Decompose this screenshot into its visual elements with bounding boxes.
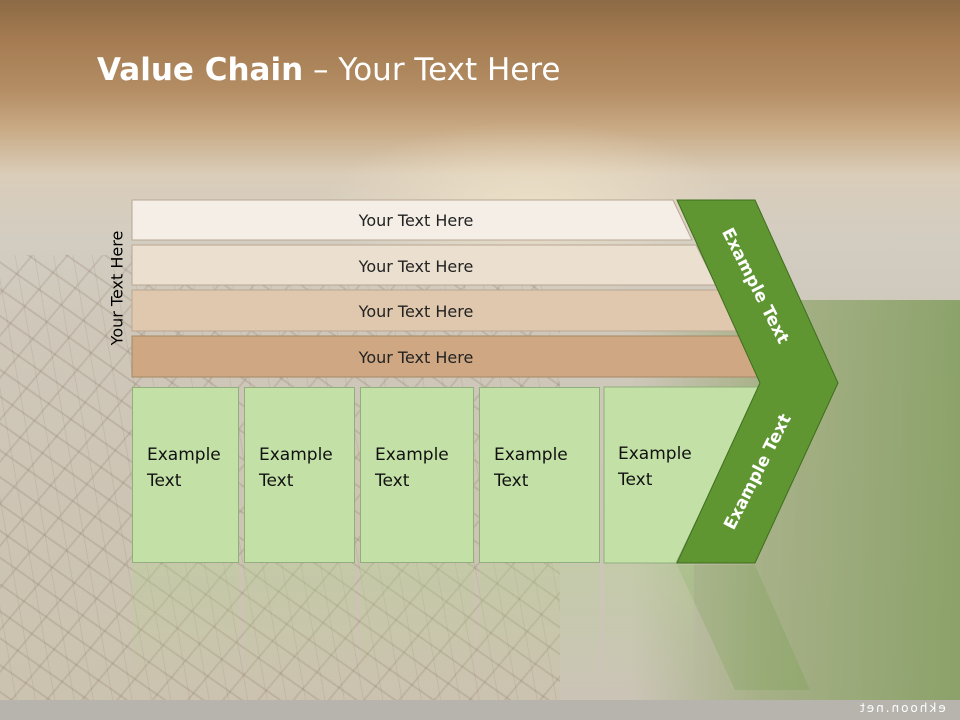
title-rest: – Your Text Here [303, 52, 561, 88]
activity-box-1[interactable]: Example Text [132, 387, 239, 563]
activity-box-5-label: Example Text [618, 444, 692, 490]
activity-box-2[interactable]: Example Text [244, 387, 355, 563]
bar-4-label: Your Text Here [358, 347, 474, 367]
bar-3-label: Your Text Here [358, 301, 474, 321]
slide-title[interactable]: Value Chain – Your Text Here [97, 52, 560, 88]
bar-1-label: Your Text Here [358, 210, 474, 230]
box-shape-5 [603, 386, 762, 564]
footer-bar: ekhoon.net [0, 700, 960, 720]
bar-4[interactable]: Your Text Here [132, 337, 700, 377]
activity-box-4[interactable]: Example Text [479, 387, 600, 563]
activity-box-5[interactable]: Example Text [604, 387, 694, 563]
bar-2[interactable]: Your Text Here [132, 246, 700, 286]
bar-3[interactable]: Your Text Here [132, 291, 700, 331]
activity-box-3[interactable]: Example Text [360, 387, 474, 563]
activity-box-4-label: Example Text [494, 445, 568, 491]
title-bold: Value Chain [97, 52, 304, 88]
activity-box-2-label: Example Text [259, 445, 333, 491]
chevron-reflection [677, 565, 810, 690]
chevron-shape [676, 199, 839, 564]
bar-2-label: Your Text Here [358, 256, 474, 276]
bar-1[interactable]: Your Text Here [132, 200, 700, 240]
activity-box-3-label: Example Text [375, 445, 449, 491]
activity-box-1-label: Example Text [147, 445, 221, 491]
footer-brand: ekhoon.net [858, 701, 946, 715]
bar-shape-1 [131, 199, 693, 241]
